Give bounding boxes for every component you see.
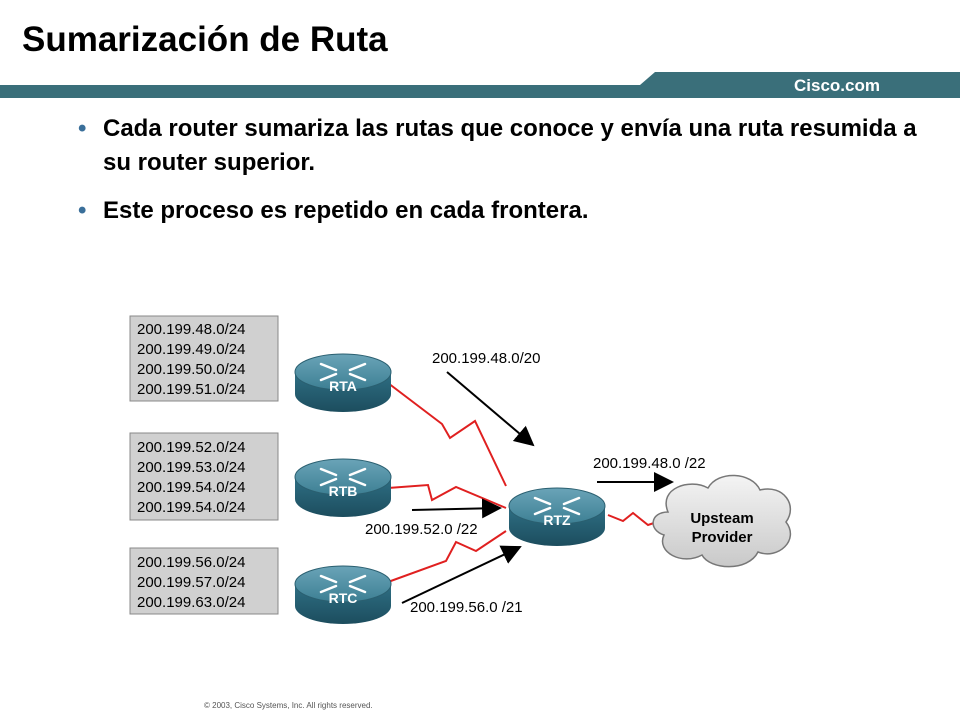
router-label: RTZ [543,512,571,528]
link-rta-rtz [387,382,507,487]
bullet-item: •Este proceso es repetido en cada fronte… [78,194,918,228]
route-entry: 200.199.63.0/24 [137,594,245,611]
header-banner [0,72,960,98]
route-entry: 200.199.57.0/24 [137,574,245,591]
router-label: RTC [329,590,358,606]
route-entry: 200.199.52.0/24 [137,439,245,456]
router-arrows-icon [319,362,367,382]
bullet-item: •Cada router sumariza las rutas que cono… [78,112,918,180]
arrow-rta-summary [446,371,535,447]
route-entry: 200.199.50.0/24 [137,361,245,378]
summary-label-rtb: 200.199.52.0 /22 [365,521,478,538]
bullet-icon: • [78,115,87,142]
slide-title: Sumarización de Ruta [22,20,388,59]
route-entry: 200.199.56.0/24 [137,554,245,571]
summary-label-rtz: 200.199.48.0 /22 [593,455,706,472]
route-table-rta: 200.199.48.0/24 200.199.49.0/24 200.199.… [129,315,279,402]
brand-label: Cisco.com [794,76,880,95]
route-entry: 200.199.54.0/24 [137,499,245,516]
route-table-rtb: 200.199.52.0/24 200.199.53.0/24 200.199.… [129,432,279,521]
bullet-icon: • [78,197,87,224]
router-rtc: RTC [294,565,392,624]
summary-label-rtc: 200.199.56.0 /21 [410,599,523,616]
route-entry: 200.199.54.0/24 [137,479,245,496]
cloud-label: Upsteam [690,510,753,527]
route-entry: 200.199.51.0/24 [137,381,245,398]
router-arrows-icon [319,574,367,594]
arrow-rtc-summary [401,545,522,604]
link-rtc-rtz [387,530,507,583]
router-rtb: RTB [294,458,392,517]
cloud-label: Provider [692,529,753,546]
route-entry: 200.199.48.0/24 [137,321,245,338]
summary-label-rta: 200.199.48.0/20 [432,350,540,367]
router-label: RTA [329,378,357,394]
router-rtz: RTZ [508,487,606,546]
copyright-footer: © 2003, Cisco Systems, Inc. All rights r… [204,701,373,710]
link-rtb-rtz [387,483,507,509]
summary-arrows [401,371,674,604]
route-table-rtc: 200.199.56.0/24 200.199.57.0/24 200.199.… [129,547,279,615]
router-arrows-icon [533,496,581,516]
router-label: RTB [329,483,358,499]
arrow-rtb-summary [411,498,502,519]
route-entry: 200.199.49.0/24 [137,341,245,358]
router-rta: RTA [294,353,392,412]
bullet-list: •Cada router sumariza las rutas que cono… [78,112,918,242]
router-arrows-icon [319,467,367,487]
upstream-provider-cloud: Upsteam Provider [652,474,792,568]
route-entry: 200.199.53.0/24 [137,459,245,476]
